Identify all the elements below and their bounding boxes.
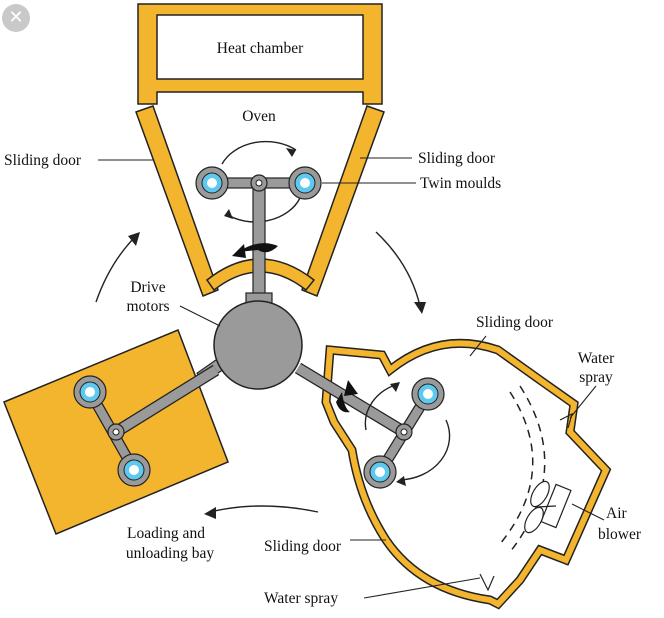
heat-chamber-label: Heat chamber	[217, 40, 304, 57]
sliding-door-left-label: Sliding door	[4, 152, 82, 169]
oven-spin-arrow	[238, 243, 278, 253]
cooling-mould-bottom	[363, 455, 397, 489]
transfer-arrows	[95, 231, 426, 519]
water-spray-nozzle-bottom	[479, 573, 495, 592]
water-spray-top-label-2: spray	[579, 369, 613, 386]
oven-arm-vertical	[252, 182, 266, 302]
drive-motor-sphere	[213, 300, 303, 390]
loading-mould-top	[73, 375, 107, 409]
cooling-mould-top	[411, 377, 445, 411]
arrow-loading-to-oven	[95, 235, 137, 303]
sliding-door-right-label: Sliding door	[418, 150, 496, 167]
sliding-door-cooling-top-label: Sliding door	[476, 314, 554, 331]
heat-chamber-box	[156, 14, 364, 80]
air-blower-label-2: blower	[598, 526, 642, 543]
leader-lines	[98, 157, 605, 599]
loading-mould-bottom	[117, 453, 151, 487]
oven-sliding-door-right	[301, 105, 385, 297]
sliding-door-cooling-bottom-label: Sliding door	[264, 538, 342, 555]
cooling-spin-arrow	[336, 392, 350, 413]
cooling-inner-door-dashed	[499, 391, 534, 545]
close-icon[interactable]: ✕	[2, 4, 30, 32]
cooling-rotation-arrow-bottom	[399, 419, 451, 481]
loading-bay-station	[3, 329, 229, 535]
twin-moulds-label: Twin moulds	[420, 175, 501, 192]
oven-rotation-arrowhead-bottom	[224, 209, 233, 219]
oven-station	[135, 3, 385, 308]
oven-sliding-door-left	[135, 105, 219, 297]
air-blower-label-1: Air	[606, 505, 628, 522]
drive-motors-label-1: Drive	[130, 279, 165, 296]
oven-rotation-arrow-bottom	[225, 197, 301, 223]
drive-motors-label-2: motors	[126, 298, 169, 315]
water-spray-top-label-1: Water	[578, 350, 615, 367]
oven-rotation-arrow-top	[221, 140, 297, 165]
air-blower	[524, 480, 572, 534]
arrow-cooling-to-loading	[209, 505, 319, 513]
oven-mould-right	[288, 166, 322, 200]
labels: Heat chamber Oven Sliding door Sliding d…	[4, 40, 642, 607]
loading-bay-label-1: Loading and	[127, 525, 205, 542]
water-spray-bottom-label: Water spray	[264, 590, 338, 607]
arrow-oven-to-cooling	[375, 231, 421, 307]
oven-mould-left	[195, 166, 229, 200]
oven-rotation-arrowhead-top	[286, 148, 296, 157]
cooling-rotation-arrow-top	[364, 383, 399, 431]
oven-bottom-door	[205, 258, 316, 292]
cooling-chamber-station	[294, 338, 612, 610]
water-spray-nozzle-top	[559, 412, 573, 429]
oven-label: Oven	[242, 108, 276, 125]
loading-bay-label-2: unloading bay	[126, 545, 214, 562]
